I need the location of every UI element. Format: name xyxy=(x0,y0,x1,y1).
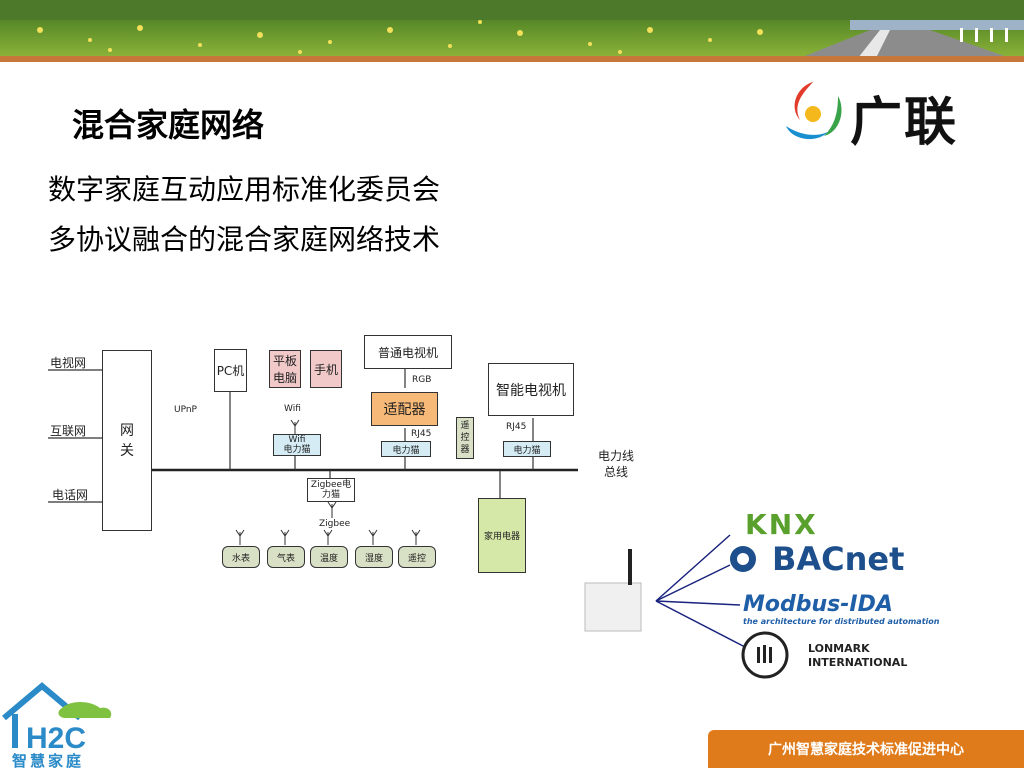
h2c-logo: H2C 智慧家庭 xyxy=(2,682,112,768)
subtitle-line-1: 数字家庭互动应用标准化委员会 xyxy=(48,173,441,206)
logo-text: 广联 xyxy=(850,93,959,153)
zigbee-power-cat: Zigbee电 力猫 xyxy=(307,478,355,502)
power-bus-label: 电力线 总线 xyxy=(598,449,635,479)
modbus-logo: Modbus-IDA xyxy=(743,592,893,617)
upnp-label: UPnP xyxy=(174,405,197,415)
sensor-water-meter: 水表 xyxy=(222,546,260,568)
meadow-image xyxy=(0,0,1024,58)
lonmark-line-1: LonMark xyxy=(808,642,870,655)
lonmark-line-2: International xyxy=(808,656,908,669)
h2c-caption: 智慧家庭 xyxy=(12,752,84,768)
header-stripe xyxy=(0,56,1024,62)
network-label-internet: 互联网 xyxy=(50,424,87,438)
adapter-box: 适配器 xyxy=(371,392,438,426)
gateway-box: 网 关 xyxy=(102,350,152,531)
protocol-gateway-graphic xyxy=(584,534,789,679)
ordinary-tv-box: 普通电视机 xyxy=(364,335,452,369)
remote-box: 遥 控 器 xyxy=(456,417,474,459)
subtitle-line-2: 多协议融合的混合家庭网络技术 xyxy=(48,223,441,256)
zigbee-label: Zigbee xyxy=(319,519,351,529)
modbus-tagline: the architecture for distributed automat… xyxy=(743,617,940,626)
smart-tv-box: 智能电视机 xyxy=(488,363,574,416)
antenna-icon xyxy=(628,549,632,585)
logo-swirl-icon xyxy=(786,82,842,140)
rgb-label: RGB xyxy=(412,375,432,385)
pc-box: PC机 xyxy=(214,349,247,392)
sensor-humidity: 湿度 xyxy=(355,546,393,568)
tablet-box: 平板 电脑 xyxy=(269,350,301,388)
rj45-label-b: RJ45 xyxy=(506,422,527,432)
appliance-box: 家用电器 xyxy=(478,498,526,573)
sensor-remote: 遥控 xyxy=(398,546,436,568)
sensor-temperature: 温度 xyxy=(310,546,348,568)
rj45-label-a: RJ45 xyxy=(411,429,432,439)
network-label-tv: 电视网 xyxy=(50,356,87,370)
sensor-gas-meter: 气表 xyxy=(267,546,305,568)
header-banner xyxy=(0,0,1024,58)
power-cat-a: 电力猫 xyxy=(381,441,431,457)
knx-logo: KNX xyxy=(745,508,818,541)
power-cat-b: 电力猫 xyxy=(503,441,551,457)
bacnet-logo: BACnet xyxy=(772,540,905,578)
phone-box: 手机 xyxy=(310,350,342,388)
slide-title: 混合家庭网络 xyxy=(72,106,265,144)
gateway-device-icon xyxy=(584,582,642,632)
wifi-label: Wifi xyxy=(284,404,301,414)
h2c-mark: H2C xyxy=(26,722,86,755)
network-label-phone: 电话网 xyxy=(52,488,89,502)
guanglian-logo: 广联 xyxy=(778,76,993,153)
footer-bar: 广州智慧家庭技术标准促进中心 xyxy=(708,730,1024,768)
wifi-power-cat: Wifi 电力猫 xyxy=(273,434,321,456)
cloud-icon xyxy=(58,702,112,718)
